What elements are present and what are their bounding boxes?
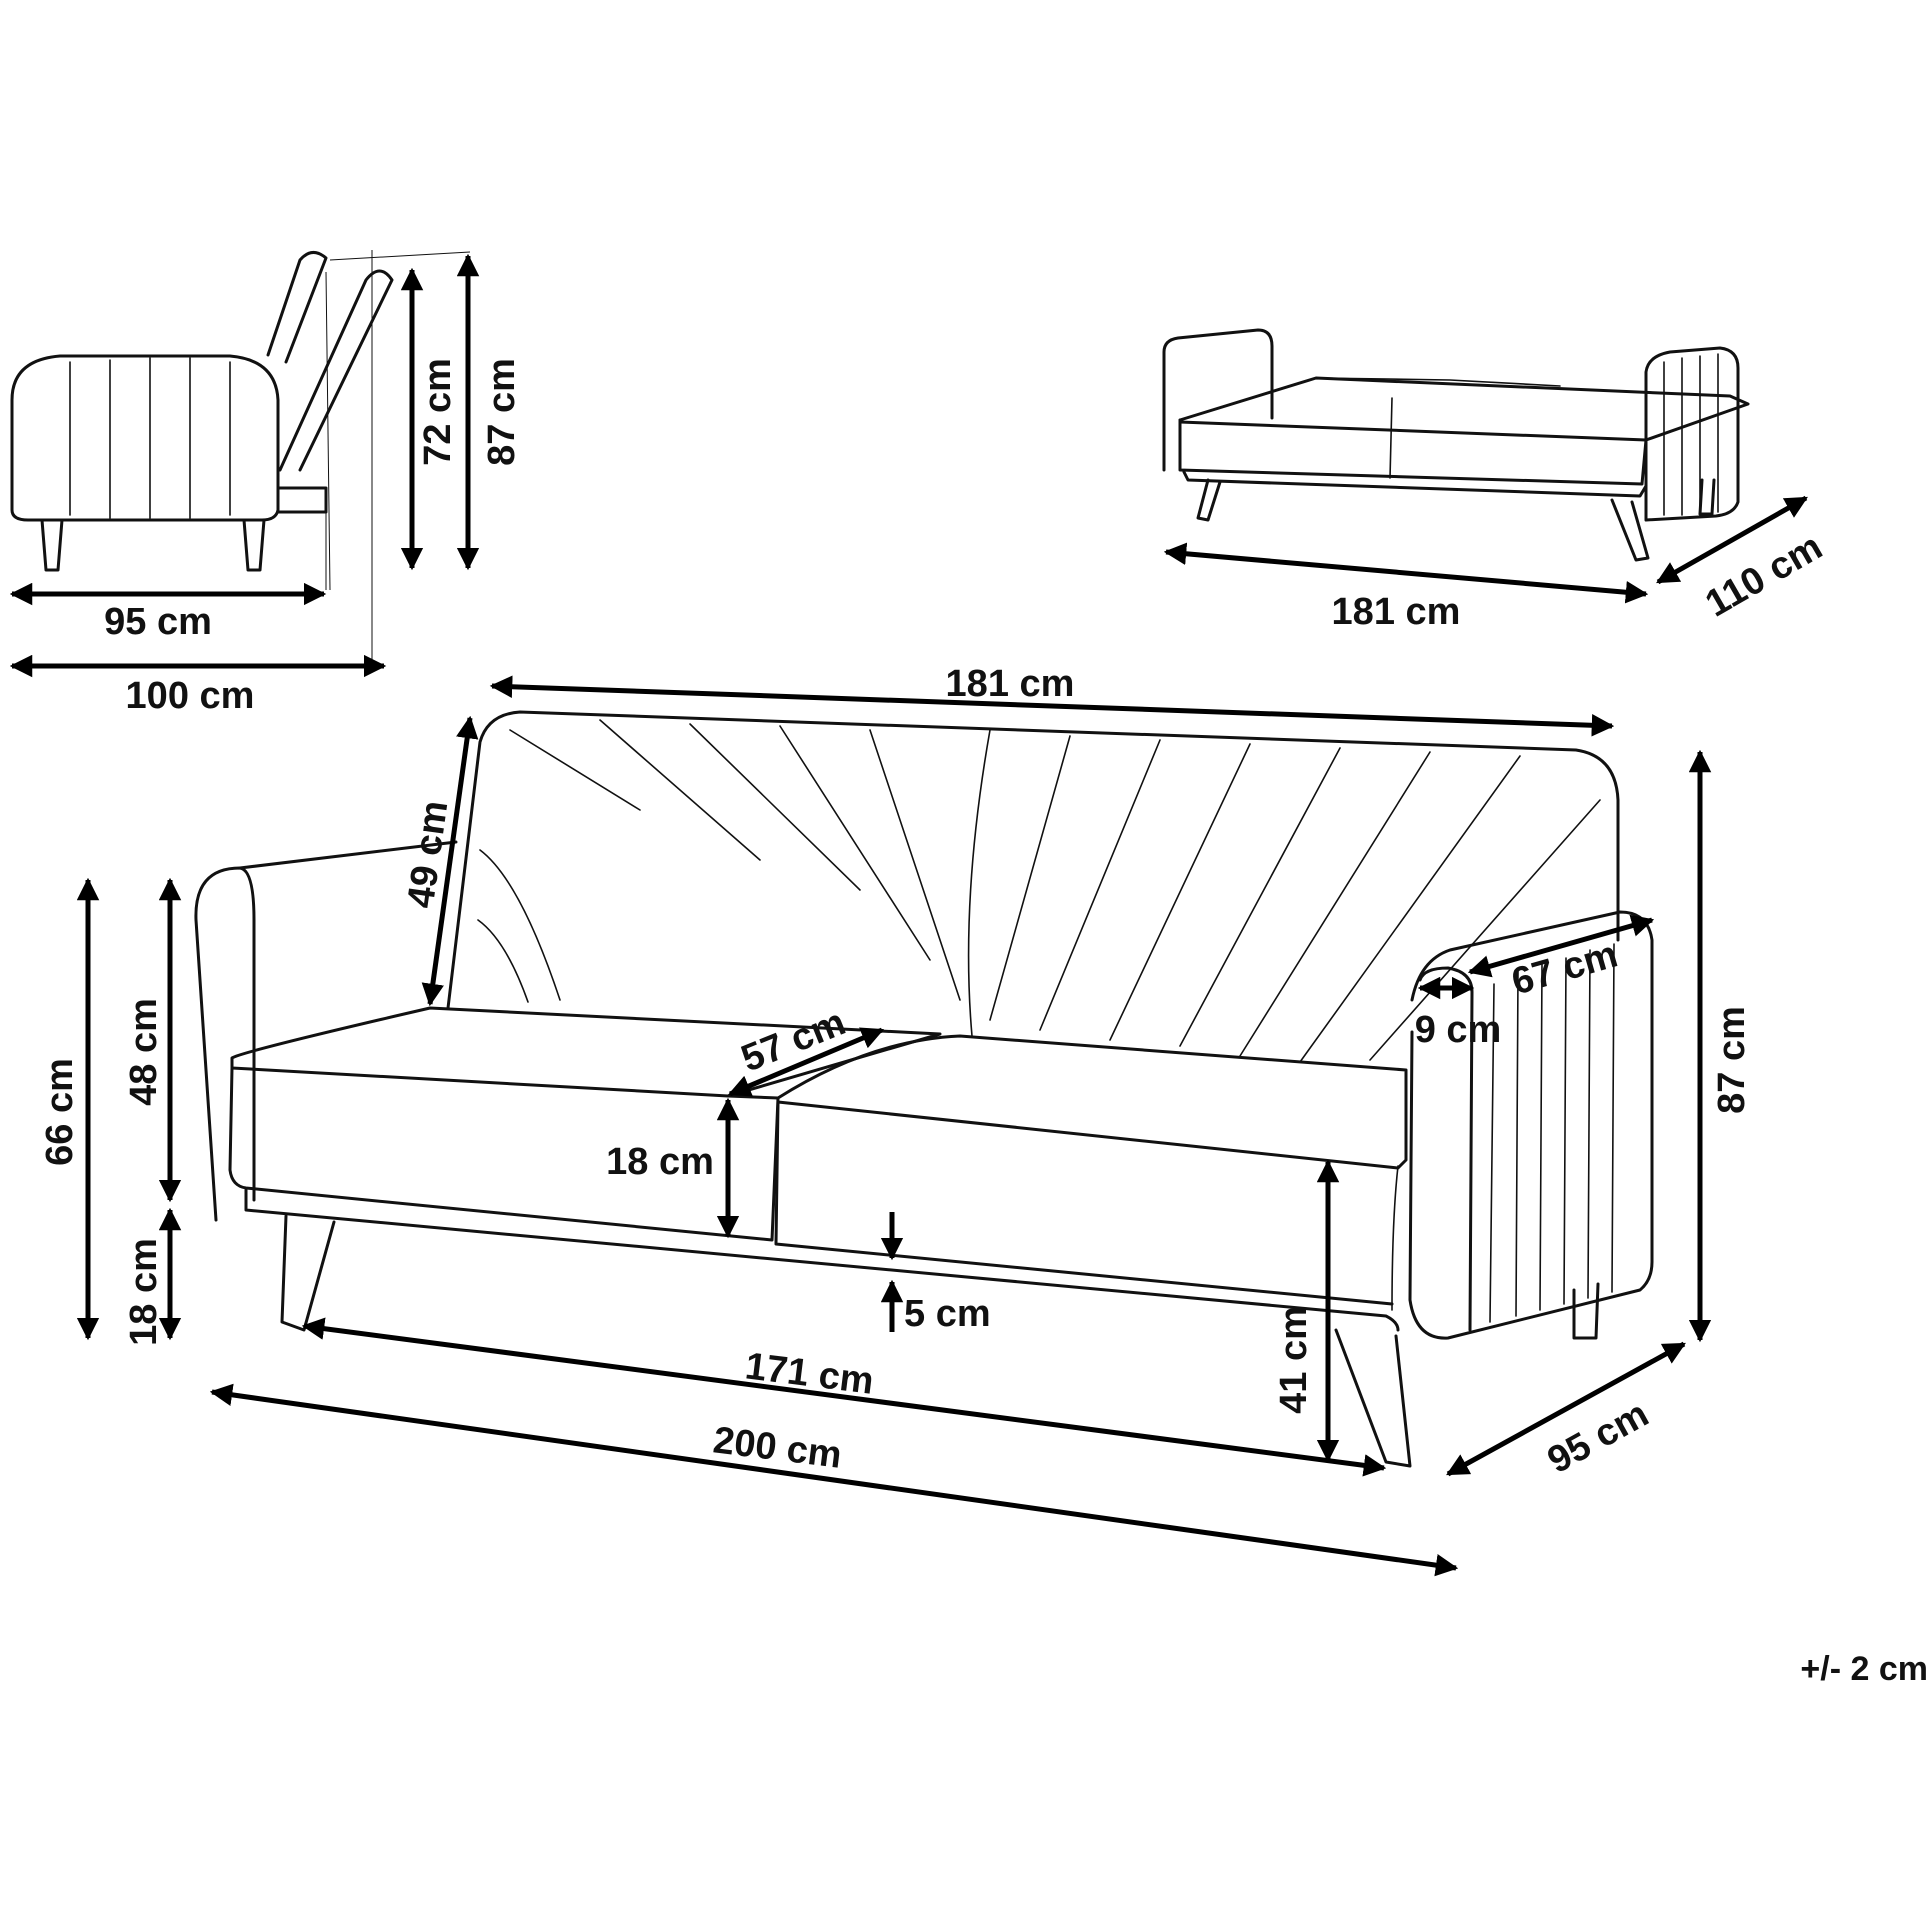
dim-line-bed-181 — [1163, 542, 1649, 604]
label-backrest-width: 181 cm — [946, 663, 1075, 705]
label-side-height-total: 87 cm — [481, 358, 523, 466]
side-view-drawing — [10, 250, 471, 660]
label-seat-back-height: 48 cm — [123, 998, 165, 1106]
label-side-depth-seat: 95 cm — [104, 601, 212, 643]
dim-line-bed-110 — [1656, 495, 1808, 585]
label-gap: 5 cm — [904, 1293, 991, 1335]
dim-line-67 — [1467, 914, 1655, 978]
label-total-width: 200 cm — [711, 1419, 844, 1476]
sofa-drawing — [194, 710, 1654, 1468]
dim-line-200 — [209, 1383, 1459, 1577]
label-side-height-backrest: 72 cm — [417, 358, 459, 466]
bed-view-drawing — [1162, 328, 1750, 562]
dim-line-49 — [421, 715, 479, 1007]
label-cushion-height: 18 cm — [606, 1141, 714, 1183]
tolerance-note: +/- 2 cm — [1800, 1650, 1928, 1688]
label-armrest-height: 66 cm — [39, 1058, 81, 1166]
label-side-depth-total: 100 cm — [126, 675, 255, 717]
dim-line-181 — [489, 675, 1615, 737]
dim-line-95 — [1446, 1341, 1686, 1477]
label-bed-width: 181 cm — [1332, 591, 1461, 633]
label-total-height: 87 cm — [1711, 1006, 1753, 1114]
label-total-depth: 95 cm — [1541, 1393, 1656, 1482]
dimension-lines — [9, 253, 1808, 1577]
label-armrest-width: 9 cm — [1415, 1009, 1502, 1051]
label-leg-height: 18 cm — [123, 1238, 165, 1346]
label-bed-depth: 110 cm — [1699, 526, 1830, 626]
dim-line-57 — [727, 1027, 885, 1097]
label-inner-width: 171 cm — [743, 1345, 876, 1402]
dimension-labels: 72 cm 87 cm 95 cm 100 cm 181 cm 110 cm 1… — [39, 358, 1928, 1688]
label-seat-height: 41 cm — [1273, 1306, 1315, 1414]
